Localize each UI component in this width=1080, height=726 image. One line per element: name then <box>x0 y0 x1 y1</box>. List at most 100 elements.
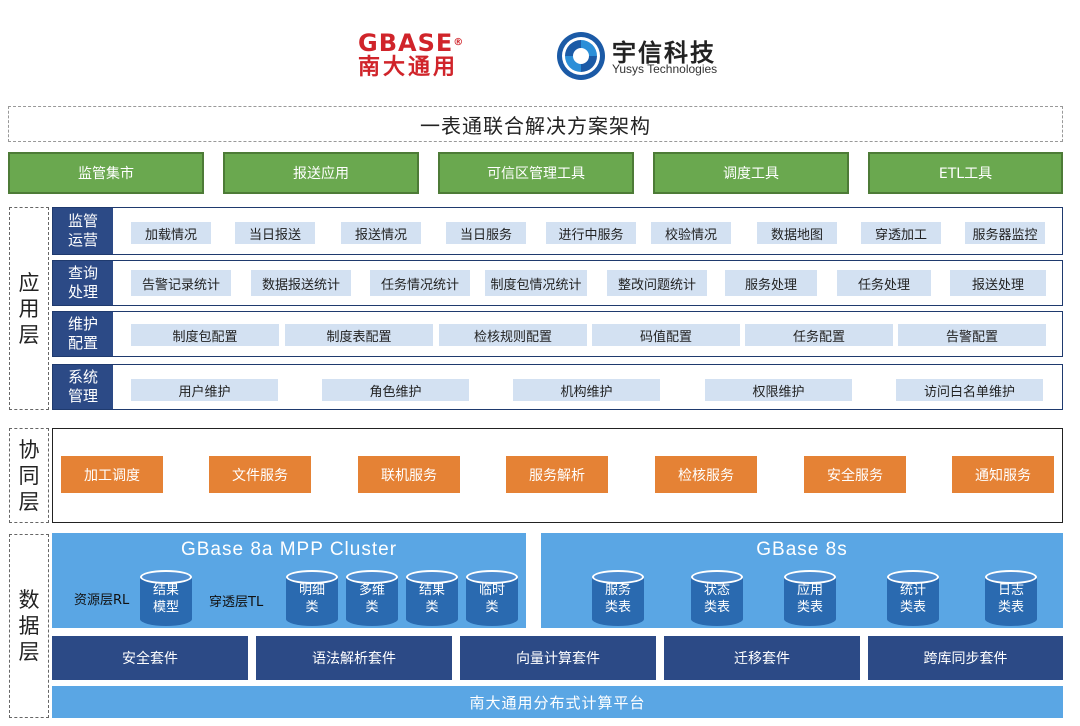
cyl-line: 模型 <box>152 600 179 615</box>
row-head-line: 维护 <box>67 315 98 333</box>
layer-label-data: 数 据 层 <box>9 534 49 718</box>
cyl-line: 应用 <box>796 583 823 598</box>
distributed-platform: 南大通用分布式计算平台 <box>52 686 1063 718</box>
layer-char: 层 <box>18 322 40 347</box>
yusys-logo-name: 宇信科技 <box>612 39 716 67</box>
app-chip: 整改问题统计 <box>607 270 707 296</box>
app-chip: 告警配置 <box>898 324 1046 346</box>
gbase-logo-text: GBASE <box>358 29 454 57</box>
panel-title: GBase 8a MPP Cluster <box>180 539 398 560</box>
database-cylinder: 结果模型 <box>140 570 192 626</box>
cyl-line: 结果 <box>418 583 445 598</box>
coord-service: 加工调度 <box>61 456 163 493</box>
cyl-line: 类表 <box>899 600 926 615</box>
app-chip: 校验情况 <box>651 222 731 244</box>
suite-vector-compute: 向量计算套件 <box>460 636 656 680</box>
suite-cross-db-sync: 跨库同步套件 <box>868 636 1063 680</box>
row-head-line: 系统 <box>67 368 98 386</box>
layer-label-coordination: 协 同 层 <box>9 428 49 523</box>
tool-regulatory-mart: 监管集市 <box>8 152 204 194</box>
layer-char: 层 <box>18 489 40 514</box>
app-chip: 角色维护 <box>322 379 469 401</box>
row-head: 查询 处理 <box>53 261 113 305</box>
app-chip: 告警记录统计 <box>131 270 231 296</box>
layer-char: 用 <box>18 296 40 321</box>
app-chip: 进行中服务 <box>546 222 636 244</box>
database-cylinder: 临时类 <box>466 570 518 626</box>
tl-label: 穿透层TL <box>209 595 264 610</box>
gbase-8s-panel: GBase 8s 服务类表 状态类表 应用类表 统计类表 日志类表 <box>541 533 1063 628</box>
cyl-line: 结果 <box>152 583 179 598</box>
tool-trusted-zone: 可信区管理工具 <box>438 152 634 194</box>
coord-service: 联机服务 <box>358 456 460 493</box>
database-cylinder: 结果类 <box>406 570 458 626</box>
database-cylinder: 多维类 <box>346 570 398 626</box>
rl-label: 资源层RL <box>74 593 130 608</box>
app-chip: 制度包配置 <box>131 324 279 346</box>
row-head: 监管 运营 <box>53 208 113 254</box>
diagram-title: 一表通联合解决方案架构 <box>420 113 651 138</box>
app-chip: 任务情况统计 <box>370 270 470 296</box>
panel-title: GBase 8s <box>756 539 848 560</box>
tool-reporting-app: 报送应用 <box>223 152 419 194</box>
layer-char: 应 <box>18 270 40 295</box>
cyl-line: 多维 <box>358 583 385 598</box>
app-chip: 穿透加工 <box>861 222 941 244</box>
app-chip: 报送情况 <box>341 222 421 244</box>
coord-service: 检核服务 <box>655 456 757 493</box>
gbase-logo: GBASE® 南大通用 <box>358 30 498 82</box>
app-chip: 服务器监控 <box>965 222 1045 244</box>
database-cylinder: 应用类表 <box>784 570 836 626</box>
gbase-8a-panel: GBase 8a MPP Cluster 资源层RL 穿透层TL 结果模型 明细… <box>52 533 526 628</box>
cyl-line: 类表 <box>796 600 823 615</box>
cyl-line: 类 <box>485 600 499 615</box>
app-chip: 权限维护 <box>705 379 852 401</box>
app-chip: 数据报送统计 <box>251 270 351 296</box>
app-chip: 服务处理 <box>725 270 817 296</box>
cyl-line: 类表 <box>703 600 730 615</box>
app-chip: 任务处理 <box>837 270 931 296</box>
yusys-logo-icon <box>555 30 607 82</box>
layer-char: 据 <box>18 614 40 638</box>
cyl-line: 类 <box>305 600 319 615</box>
cyl-line: 类表 <box>997 600 1024 615</box>
app-chip: 访问白名单维护 <box>896 379 1043 401</box>
row-head: 系统 管理 <box>53 365 113 409</box>
row-head-line: 监管 <box>67 212 98 230</box>
cyl-line: 状态 <box>703 583 730 598</box>
app-chip: 制度表配置 <box>285 324 433 346</box>
cyl-line: 统计 <box>899 583 926 598</box>
coord-service: 通知服务 <box>952 456 1054 493</box>
tool-etl: ETL工具 <box>868 152 1063 194</box>
layer-label-application: 应 用 层 <box>9 207 49 410</box>
row-head-line: 配置 <box>67 334 98 352</box>
registered-mark: ® <box>453 37 465 48</box>
app-chip: 报送处理 <box>950 270 1046 296</box>
cyl-line: 服务 <box>604 583 631 598</box>
diagram-title-box: 一表通联合解决方案架构 <box>8 106 1063 142</box>
cyl-line: 类表 <box>604 600 631 615</box>
suite-security: 安全套件 <box>52 636 248 680</box>
coordination-layer: 加工调度 文件服务 联机服务 服务解析 检核服务 安全服务 通知服务 <box>52 428 1063 523</box>
coord-service: 安全服务 <box>804 456 906 493</box>
database-cylinder: 统计类表 <box>887 570 939 626</box>
app-chip: 机构维护 <box>513 379 660 401</box>
app-row-monitoring: 监管 运营 加载情况 当日报送 报送情况 当日服务 进行中服务 校验情况 数据地… <box>52 207 1063 255</box>
app-chip: 码值配置 <box>592 324 740 346</box>
suite-migration: 迁移套件 <box>664 636 860 680</box>
app-chip: 当日服务 <box>446 222 526 244</box>
coord-service: 服务解析 <box>506 456 608 493</box>
layer-char: 同 <box>18 463 40 488</box>
database-cylinder: 日志类表 <box>985 570 1037 626</box>
row-head: 维护 配置 <box>53 312 113 356</box>
app-row-config: 维护 配置 制度包配置 制度表配置 检核规则配置 码值配置 任务配置 告警配置 <box>52 311 1063 357</box>
database-cylinder: 服务类表 <box>592 570 644 626</box>
app-row-system: 系统 管理 用户维护 角色维护 机构维护 权限维护 访问白名单维护 <box>52 364 1063 410</box>
coord-service: 文件服务 <box>209 456 311 493</box>
app-chip: 用户维护 <box>131 379 278 401</box>
app-chip: 数据地图 <box>757 222 837 244</box>
suite-syntax-parse: 语法解析套件 <box>256 636 452 680</box>
cyl-line: 临时 <box>478 583 505 598</box>
row-head-line: 运营 <box>67 231 98 249</box>
app-row-query: 查询 处理 告警记录统计 数据报送统计 任务情况统计 制度包情况统计 整改问题统… <box>52 260 1063 306</box>
